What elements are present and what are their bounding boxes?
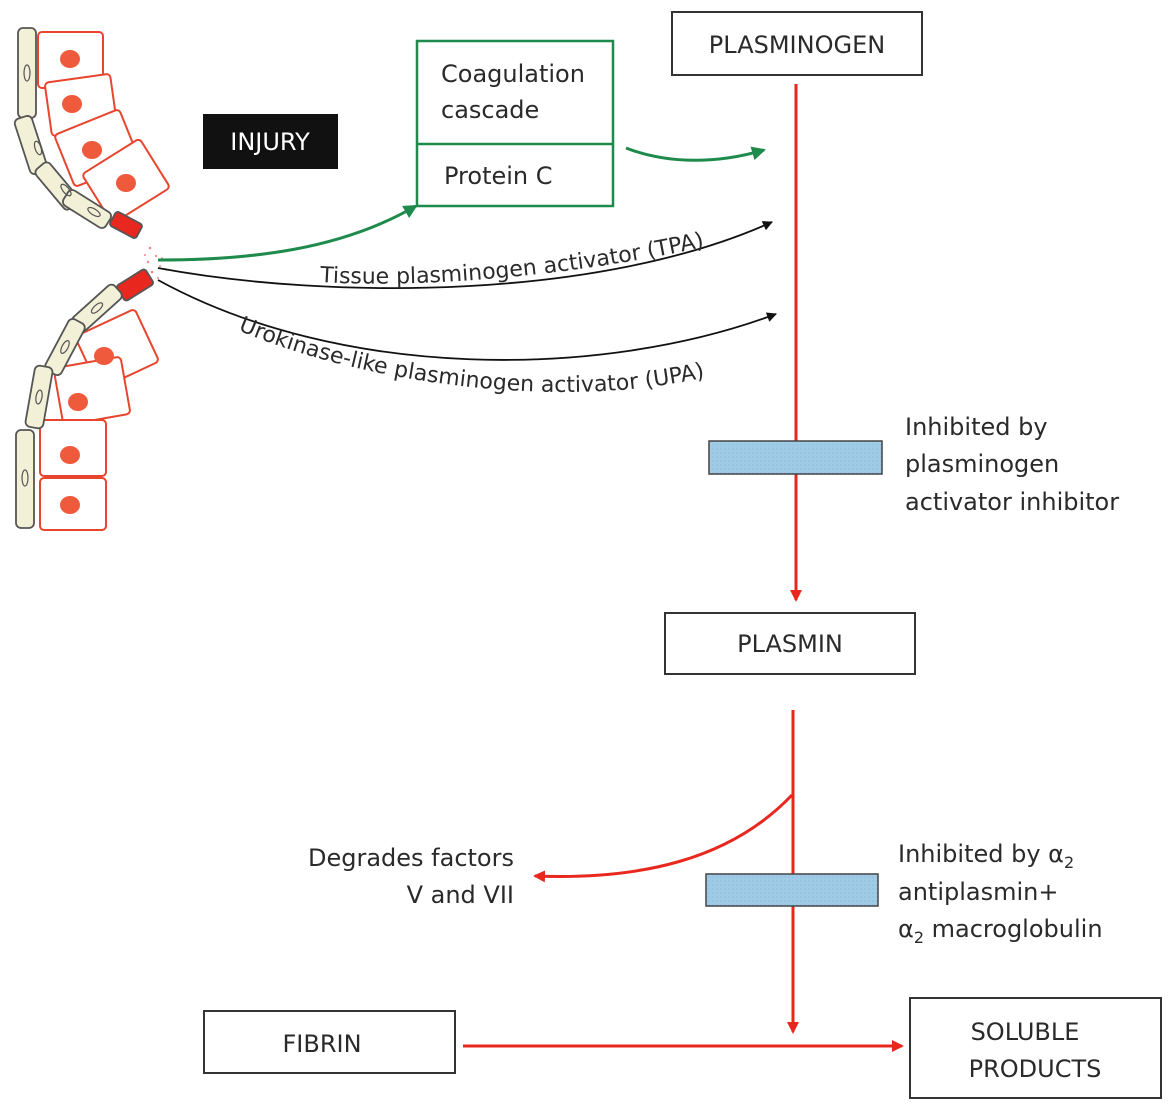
soluble-products-line1: SOLUBLE bbox=[971, 1018, 1080, 1046]
coagulation-box: Coagulation cascade Protein C bbox=[415, 39, 615, 208]
plasmin-box bbox=[664, 612, 916, 675]
fibrin-label: FIBRIN bbox=[282, 1030, 361, 1058]
tpa-label: Tissue plasminogen activator (TPA) bbox=[319, 228, 707, 290]
upa-label-text: Urokinase-like plasminogen activator (UP… bbox=[236, 312, 707, 397]
upa-arrow bbox=[157, 279, 777, 361]
coagulation-cascade-label-line1: Coagulation bbox=[441, 60, 585, 88]
antiplasmin-inhibitor-line2: antiplasmin+ bbox=[898, 878, 1058, 906]
injury-label-background bbox=[203, 114, 338, 169]
upper-endothelium-nuclei bbox=[23, 64, 101, 218]
pai-inhibitor-line1: Inhibited by bbox=[905, 413, 1048, 441]
antiplasmin-inhibitor-bar bbox=[705, 873, 879, 907]
protein-c-label: Protein C bbox=[444, 162, 553, 190]
soluble-products-box bbox=[909, 997, 1162, 1099]
injury-label: INJURY bbox=[230, 128, 310, 156]
antiplasmin-inhibitor-line3-alpha: α bbox=[898, 915, 914, 943]
lower-cell-nuclei bbox=[60, 347, 114, 514]
degrades-line1: Degrades factors bbox=[308, 844, 514, 872]
coagulation-cascade-label-line2: cascade bbox=[441, 96, 539, 124]
pai-inhibitor-bar bbox=[708, 440, 883, 475]
injury-to-coagulation-arrow bbox=[157, 204, 418, 262]
upa-label: Urokinase-like plasminogen activator (UP… bbox=[236, 312, 707, 397]
lower-cell-cluster bbox=[39, 309, 159, 531]
protein-c-to-plasminogen-arrow bbox=[625, 146, 766, 162]
lower-endothelium bbox=[15, 268, 154, 529]
antiplasmin-inhibitor-line3: α2 macroglobulin bbox=[898, 915, 1103, 947]
plasmin-label: PLASMIN bbox=[737, 630, 843, 658]
pai-inhibitor-line2: plasminogen bbox=[905, 450, 1059, 478]
antiplasmin-inhibitor-line3-rest: macroglobulin bbox=[924, 915, 1103, 943]
degrades-line2: V and VII bbox=[407, 881, 514, 909]
injury-spray bbox=[144, 246, 167, 279]
antiplasmin-inhibitor-line3-sub: 2 bbox=[914, 928, 924, 947]
antiplasmin-inhibitor-line1-sub: 2 bbox=[1064, 853, 1074, 872]
upper-cell-nuclei bbox=[60, 50, 136, 192]
upper-endothelium bbox=[13, 27, 143, 239]
plasmin-degrades-arrow bbox=[533, 793, 794, 883]
tpa-arrow bbox=[157, 221, 773, 290]
plasminogen-label: PLASMINOGEN bbox=[709, 31, 885, 59]
plasminogen-box bbox=[671, 11, 923, 76]
lower-endothelium-nuclei bbox=[21, 302, 104, 487]
antiplasmin-inhibitor-line1: Inhibited by α2 bbox=[898, 840, 1074, 872]
antiplasmin-inhibitor-line1-text: Inhibited by α bbox=[898, 840, 1064, 868]
pai-inhibitor-line3: activator inhibitor bbox=[905, 488, 1119, 516]
tpa-label-text: Tissue plasminogen activator (TPA) bbox=[319, 228, 707, 290]
fibrin-box bbox=[203, 1010, 456, 1074]
soluble-products-line2: PRODUCTS bbox=[969, 1055, 1102, 1083]
vessel-wall-illustration bbox=[13, 27, 170, 531]
